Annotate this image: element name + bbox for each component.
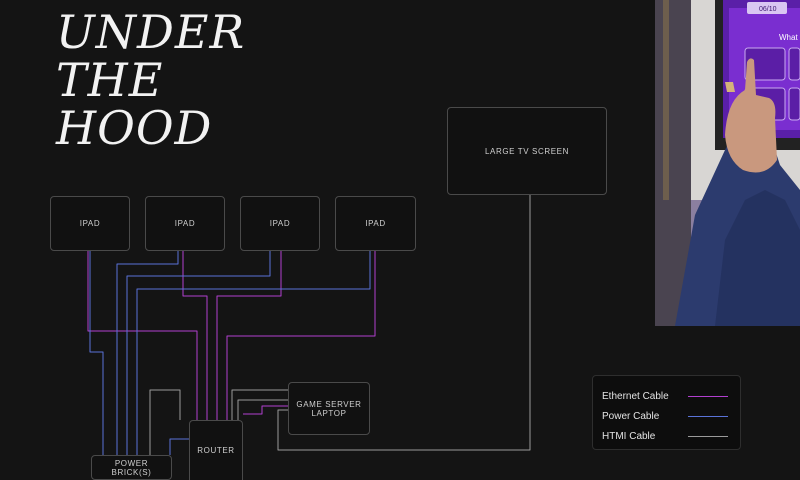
game-server-label: GAME SERVER LAPTOP — [296, 399, 362, 418]
ipad-node-3-label: IPAD — [269, 219, 291, 228]
ethernet-wire-ipad-2 — [182, 251, 208, 420]
legend-label-power: Power Cable — [602, 410, 660, 422]
power-wire-router — [169, 438, 189, 455]
ethernet-wires — [87, 251, 376, 420]
legend-swatch-power — [688, 415, 728, 417]
ipad-node-4-label: IPAD — [365, 219, 386, 228]
ethernet-wire-ipad-1 — [87, 251, 198, 420]
router-node: ROUTER — [189, 420, 243, 480]
ethernet-wire-ipad-4 — [226, 251, 376, 420]
kiosk-photo: 06/10 What — [655, 0, 800, 326]
ipad-node-3: IPAD — [240, 196, 320, 251]
title-line-3: HOOD — [56, 101, 213, 155]
hdmi-wire-tv-server — [277, 195, 531, 451]
kiosk-header-text: 06/10 — [759, 6, 777, 13]
slide-title: UNDER THE HOOD — [56, 8, 245, 152]
grey-wire-router-1 — [231, 389, 288, 420]
game-server-node: GAME SERVER LAPTOP — [288, 382, 370, 435]
cable-legend: Ethernet Cable Power Cable HTMI Cable — [592, 375, 741, 450]
legend-item-ethernet: Ethernet Cable — [602, 386, 740, 406]
ipad-node-1-label: IPAD — [79, 219, 101, 228]
grey-wire-router-2 — [237, 399, 288, 420]
large-tv-node: LARGE TV SCREEN — [447, 107, 607, 195]
power-wire-ipad-2 — [116, 251, 179, 455]
power-brick-node: POWER BRICK(S) — [91, 455, 172, 480]
legend-label-ethernet: Ethernet Cable — [602, 390, 669, 402]
power-brick-label: POWER BRICK(S) — [111, 458, 152, 477]
kiosk-question-text: What — [779, 33, 798, 42]
legend-item-power: Power Cable — [602, 406, 740, 426]
legend-label-hdmi: HTMI Cable — [602, 430, 656, 442]
router-label: ROUTER — [197, 446, 235, 455]
legend-item-hdmi: HTMI Cable — [602, 426, 740, 446]
grey-wires — [149, 195, 531, 455]
power-wire-ipad-3 — [126, 251, 271, 455]
kiosk-photo-illustration: 06/10 What — [655, 0, 800, 326]
legend-swatch-hdmi — [688, 435, 728, 437]
ipad-node-2: IPAD — [145, 196, 225, 251]
ethernet-wire-router-server — [243, 405, 288, 415]
power-wire-ipad-4 — [136, 251, 371, 455]
ethernet-wire-ipad-3 — [216, 251, 282, 420]
power-wire-ipad-1 — [89, 251, 104, 455]
ipad-node-1: IPAD — [50, 196, 130, 251]
ipad-node-4: IPAD — [335, 196, 416, 251]
legend-swatch-ethernet — [688, 395, 728, 397]
title-line-1: UNDER — [56, 5, 246, 59]
ipad-node-2-label: IPAD — [174, 219, 196, 228]
large-tv-label: LARGE TV SCREEN — [485, 146, 569, 156]
title-line-2: THE — [56, 53, 164, 107]
grey-wire-power — [149, 389, 181, 455]
power-wires — [89, 251, 371, 455]
